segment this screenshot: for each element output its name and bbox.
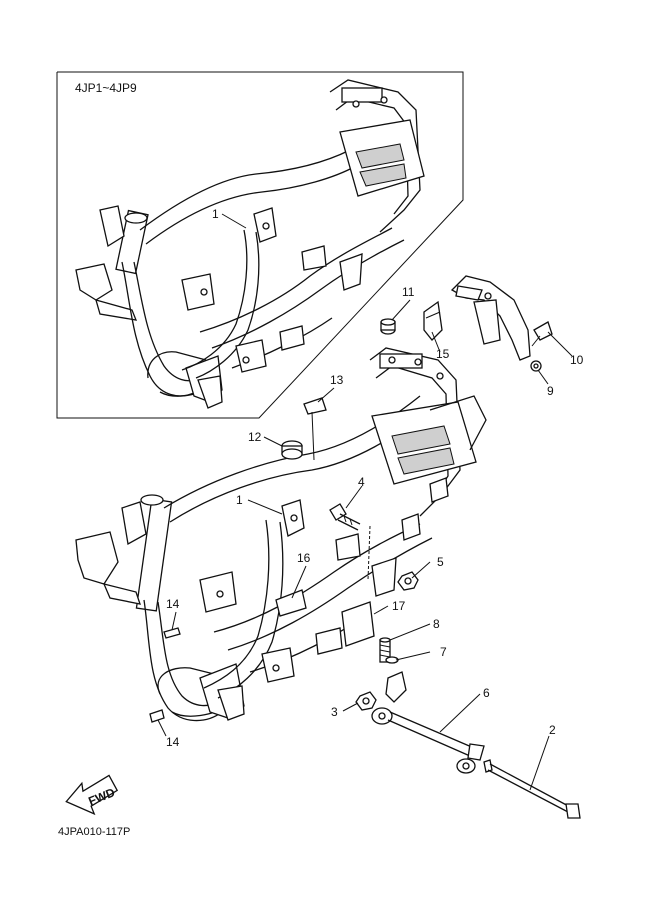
inset-title: 4JP1~4JP9 (75, 81, 137, 95)
bolt-10 (531, 321, 553, 347)
callout-7: 7 (440, 645, 447, 659)
callout-1: 1 (236, 493, 243, 507)
bolt-4 (329, 503, 361, 531)
label-16 (275, 589, 307, 617)
bolt-2 (483, 759, 581, 819)
inset-callout-1: 1 (212, 207, 219, 221)
main-frame (75, 347, 487, 722)
inset-box: 4JP1~4JP9 (56, 71, 464, 419)
nut-3 (355, 691, 377, 711)
fwd-arrow-icon: FWD (65, 774, 119, 816)
reference-code: 4JPA010-117P (58, 826, 130, 838)
callout-11: 11 (402, 285, 415, 299)
grommet-12 (281, 440, 303, 460)
callout-15: 15 (436, 347, 450, 361)
tape-14a (163, 627, 181, 639)
stand-6 (371, 671, 485, 774)
callout-10: 10 (570, 353, 584, 367)
rear-bracket (450, 275, 531, 361)
callout-5: 5 (437, 555, 444, 569)
callout-2: 2 (549, 723, 556, 737)
clip-15 (423, 300, 443, 341)
callout-3: 3 (331, 705, 338, 719)
callout-4: 4 (358, 475, 365, 489)
tape-14b (149, 709, 165, 723)
pad-13 (303, 397, 327, 415)
leader-lines (157, 299, 573, 791)
callout-9: 9 (547, 384, 554, 398)
callout-14-lower: 14 (166, 735, 180, 749)
callout-8: 8 (433, 617, 440, 631)
collar-9 (530, 360, 542, 372)
inset-frame (75, 79, 425, 409)
callout-13: 13 (330, 373, 344, 387)
callout-14-upper: 14 (166, 597, 180, 611)
callout-17: 17 (392, 599, 406, 613)
label-17 (341, 601, 375, 647)
callout-6: 6 (483, 686, 490, 700)
grommet-11 (380, 318, 396, 335)
callout-12: 12 (248, 430, 262, 444)
spring-8 (379, 637, 391, 663)
callout-16: 16 (297, 551, 311, 565)
